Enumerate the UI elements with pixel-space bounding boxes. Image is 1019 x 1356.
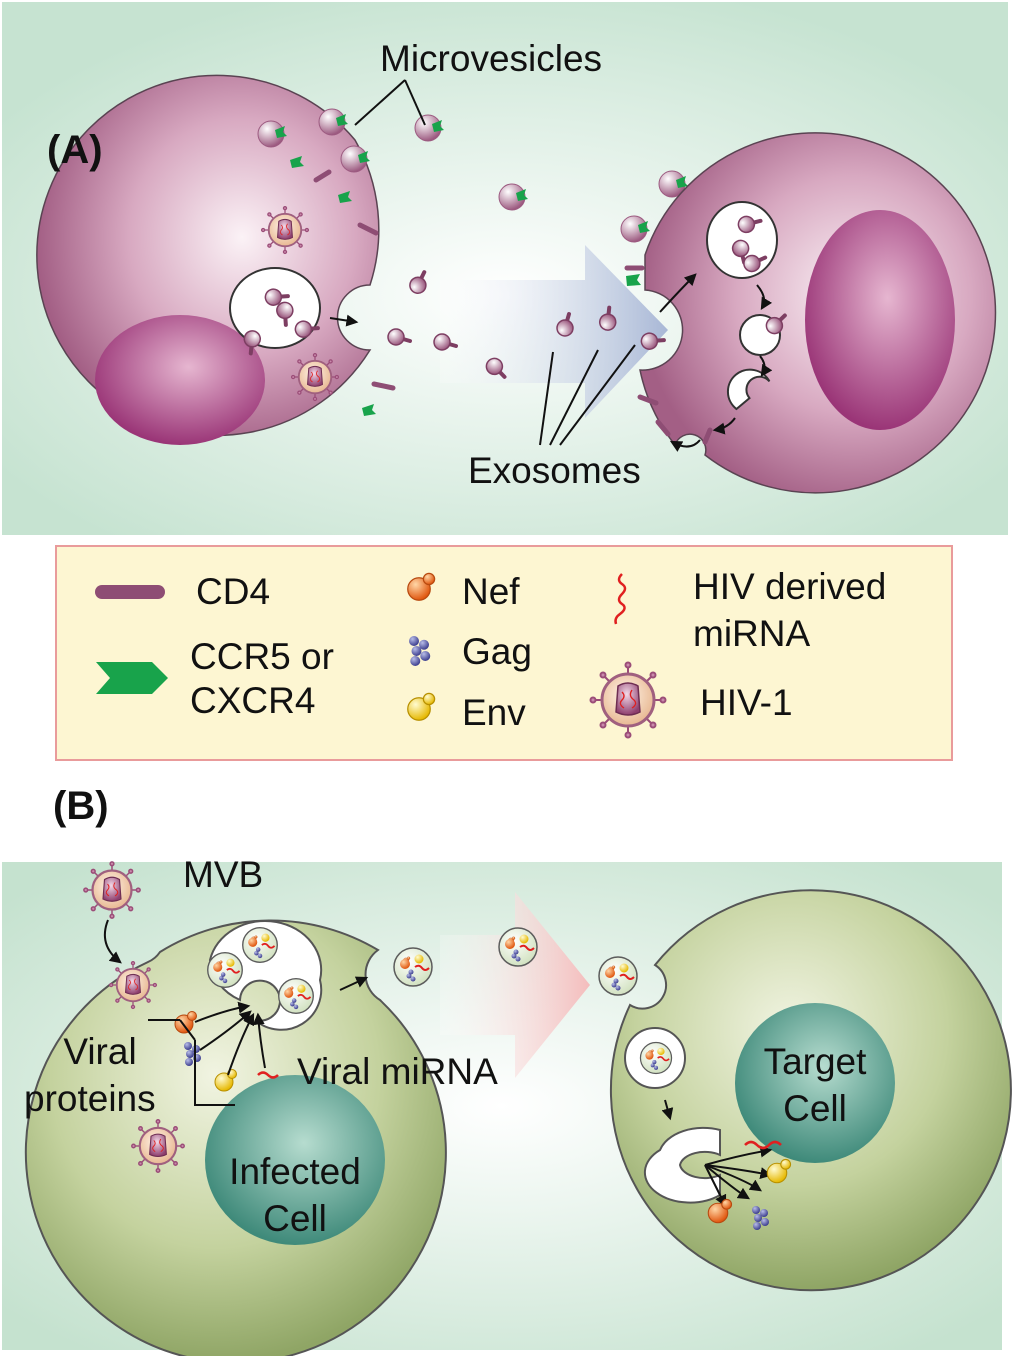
mirna-swatch: [614, 573, 627, 625]
legend-gag-label: Gag: [462, 631, 532, 672]
free-exosome: [499, 928, 537, 966]
cd4-swatch: [95, 585, 165, 599]
recipient-endosome: [706, 201, 791, 411]
legend-nef-label: Nef: [462, 571, 520, 612]
transfer-arrow-a: [440, 245, 668, 418]
microvesicles-callout: [354, 79, 426, 126]
donor-ccr5-receptors: [290, 156, 376, 416]
hiv-particle: [82, 860, 142, 920]
recipient-cd4-receptors: [624, 265, 713, 445]
released-mirna: [744, 1140, 782, 1150]
legend: [55, 545, 953, 761]
legend-box: [55, 545, 953, 761]
target-cell-label-line2: Cell: [783, 1088, 847, 1129]
panel-b-label: (B): [53, 784, 109, 828]
exosomes-label: Exosomes: [468, 450, 641, 491]
target-cell-label-line1: Target: [763, 1041, 867, 1082]
hiv-particle: [290, 352, 340, 402]
hiv-particle-endocytosed: [108, 960, 158, 1010]
budding-exosome: [394, 948, 432, 986]
recipient-ccr5-receptors: [626, 274, 641, 286]
target-opened-endosome: [643, 1126, 721, 1204]
internalized-exosome: [640, 1042, 671, 1073]
viral-mirna-label: Viral miRNA: [297, 1051, 498, 1092]
legend-hiv-label: HIV-1: [700, 682, 793, 723]
legend-ccr5-label-line2: CXCR4: [190, 680, 316, 721]
infected-nucleus: [205, 1075, 385, 1245]
legend-mirna-label-line2: miRNA: [693, 613, 811, 654]
docking-exosome: [599, 957, 637, 995]
hiv-particle: [130, 1118, 186, 1174]
loading-arrows: [104, 919, 369, 1076]
internalization-arrow: [661, 1099, 674, 1121]
infected-mvb: [208, 920, 323, 1031]
legend-mirna-label-line1: HIV derived: [693, 566, 887, 607]
target-nucleus: [735, 1003, 895, 1163]
microvesicles-label: Microvesicles: [380, 38, 603, 79]
mvb-label: MVB: [183, 854, 264, 895]
recipient-nucleus: [805, 210, 955, 430]
panel-b: [2, 860, 1012, 1356]
transfer-arrow-b: [440, 892, 590, 1078]
legend-env-label: Env: [462, 692, 526, 733]
hiv-swatch: [589, 661, 667, 739]
donor-nucleus: [95, 315, 265, 445]
donor-cd4-receptors: [313, 169, 396, 391]
donor-mvb: [229, 267, 322, 357]
viral-proteins-label-line1: Viral: [63, 1031, 137, 1072]
hiv-particle: [260, 205, 310, 255]
legend-ccr5-label-line1: CCR5 or: [190, 636, 334, 677]
ccr5-swatch: [96, 662, 168, 694]
legend-cd4-label: CD4: [196, 571, 271, 612]
panel-a: [2, 2, 1008, 535]
viral-proteins-label-line2: proteins: [24, 1078, 156, 1119]
recipient-uptake-arrows: [659, 273, 773, 452]
viral-proteins-bracket: [148, 1019, 235, 1106]
release-arrow: [329, 314, 359, 327]
infected-cell-label-line2: Cell: [263, 1198, 327, 1239]
infected-cell-label-line1: Infected: [229, 1151, 361, 1192]
exosomes-callout: [539, 344, 636, 446]
mirna-strand: [257, 1071, 279, 1079]
panel-a-label: (A): [47, 128, 103, 172]
